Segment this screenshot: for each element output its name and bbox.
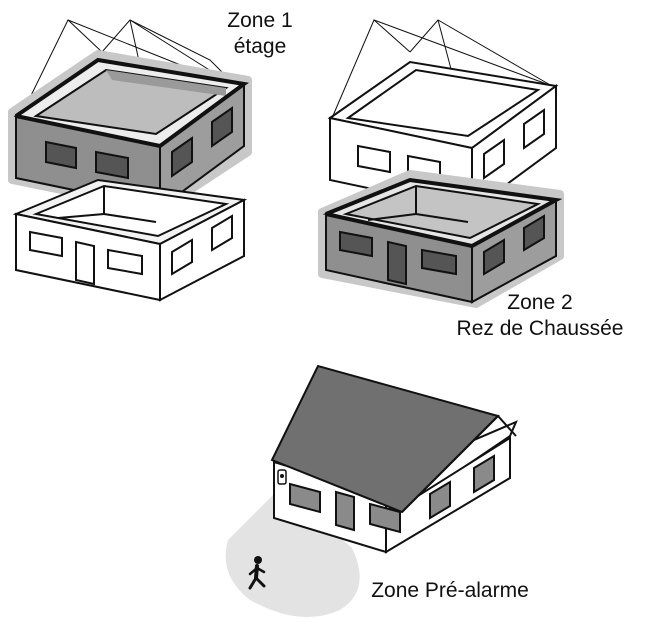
house-zone2-floor-bottom	[322, 174, 560, 304]
house-prealarm	[272, 366, 516, 552]
zone1-title: Zone 1	[200, 8, 320, 34]
zone1-label: Zone 1 étage	[200, 8, 320, 60]
zone1-subtitle: étage	[200, 34, 320, 60]
zone2-subtitle: Rez de Chaussée	[430, 316, 650, 342]
prealarm-zone-label: Zone Pré-alarme	[340, 578, 560, 604]
zone2-label: Zone 2 Rez de Chaussée	[430, 290, 650, 342]
zone2-title: Zone 2	[430, 290, 650, 316]
motion-detector-icon	[278, 470, 286, 484]
house-zone1-floor-bottom	[16, 180, 244, 300]
